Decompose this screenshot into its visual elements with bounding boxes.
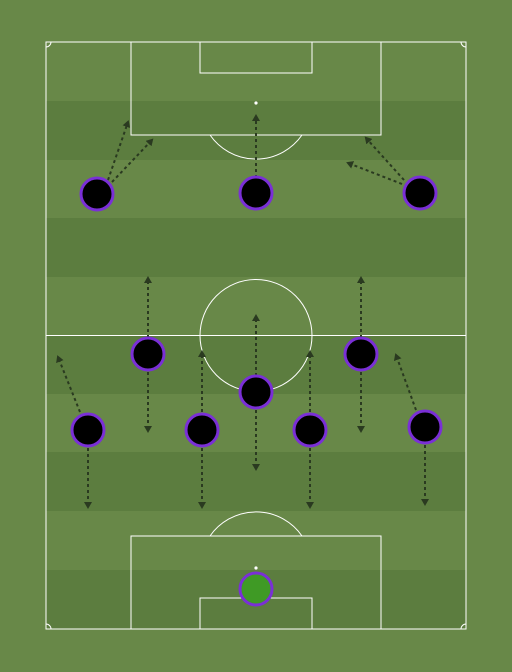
movement-arrow [111,138,154,183]
top-penalty-spot [254,101,258,105]
movement-arrows [56,114,429,509]
player-defender-left-center[interactable] [184,412,220,448]
movement-arrow [56,355,81,413]
player-goalkeeper[interactable] [238,571,274,607]
player-defender-left[interactable] [70,412,106,448]
movement-arrow [346,161,403,185]
player-forward-center[interactable] [238,175,274,211]
grass-stripe [46,101,466,160]
top-goal-area [199,41,313,74]
player-midfielder-left[interactable] [130,336,166,372]
player-tokens [70,175,443,607]
player-defender-right-center[interactable] [292,412,328,448]
corner-arc-top-right [460,41,467,48]
player-midfielder-center[interactable] [238,374,274,410]
corner-arc-bottom-left [45,623,52,630]
corner-arc-top-left [45,41,52,48]
player-midfielder-right[interactable] [343,336,379,372]
player-defender-right[interactable] [407,409,443,445]
bottom-penalty-spot [254,566,258,570]
grass-stripe [46,218,466,277]
player-forward-right[interactable] [402,175,438,211]
movement-arrow [393,353,417,411]
grass-stripe [46,452,466,511]
corner-arc-bottom-right [460,623,467,630]
movement-arrow [107,120,131,181]
bottom-penalty-arc [209,511,303,537]
player-forward-left[interactable] [79,176,115,212]
